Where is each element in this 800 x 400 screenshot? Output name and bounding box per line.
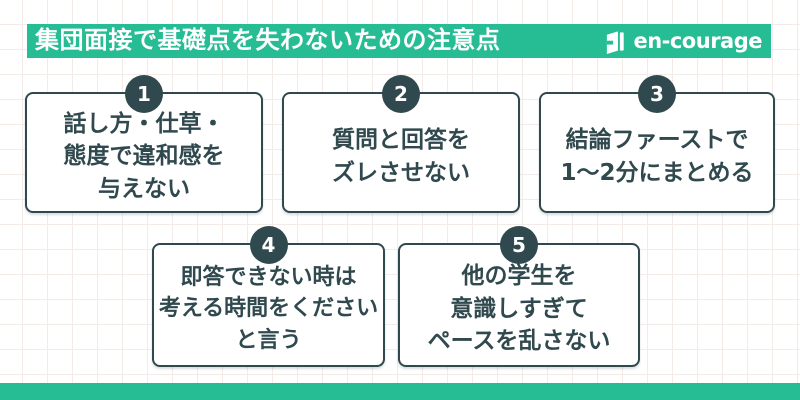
tip-card-5-text: 他の学生を 意識しすぎて ペースを乱さない <box>428 260 611 358</box>
tip-line: ズレさせない <box>332 159 470 186</box>
tip-card-3-text: 結論ファーストで 1〜2分にまとめる <box>560 124 753 189</box>
tip-line: 話し方・仕草・ <box>63 110 225 137</box>
tip-card-5: 5 他の学生を 意識しすぎて ペースを乱さない <box>398 226 640 367</box>
tip-line: 結論ファーストで <box>565 126 749 153</box>
tip-line: 考える時間をください <box>158 296 379 322</box>
tip-line: 意識しすぎて <box>450 295 588 322</box>
footer-bar <box>0 383 800 400</box>
header-bar: 集団面接で基礎点を失わないための注意点 en-courage <box>27 24 771 58</box>
number-badge-2: 2 <box>382 75 420 113</box>
brand-logo: en-courage <box>604 29 762 54</box>
tip-line: 1〜2分にまとめる <box>560 159 754 186</box>
tip-card-1: 1 話し方・仕草・ 態度で違和感を 与えない <box>25 75 263 213</box>
tip-card-2: 2 質問と回答を ズレさせない <box>282 75 520 213</box>
tip-card-2-text: 質問と回答を ズレさせない <box>332 124 470 189</box>
tip-line: 即答できない時は <box>180 265 357 291</box>
tip-card-4-text: 即答できない時は 考える時間をください と言う <box>159 262 378 356</box>
tip-card-4: 4 即答できない時は 考える時間をください と言う <box>152 226 385 367</box>
tip-card-1-text: 話し方・仕草・ 態度で違和感を 与えない <box>64 108 225 206</box>
number-badge-4: 4 <box>249 226 288 264</box>
page-title: 集団面接で基礎点を失わないための注意点 <box>35 26 501 54</box>
tip-line: 態度で違和感を <box>63 143 225 170</box>
number-badge-5: 5 <box>500 226 538 264</box>
tip-line: 与えない <box>98 175 190 202</box>
number-badge-1: 1 <box>125 75 163 113</box>
tip-line: と言う <box>235 327 302 353</box>
tip-line: 質問と回答を <box>332 126 470 153</box>
book-icon <box>604 29 629 54</box>
tip-line: ペースを乱さない <box>427 328 611 355</box>
tip-line: 他の学生を <box>461 263 577 290</box>
number-badge-3: 3 <box>638 75 676 113</box>
tip-card-3: 3 結論ファーストで 1〜2分にまとめる <box>539 75 775 213</box>
brand-logo-text: en-courage <box>633 28 762 53</box>
